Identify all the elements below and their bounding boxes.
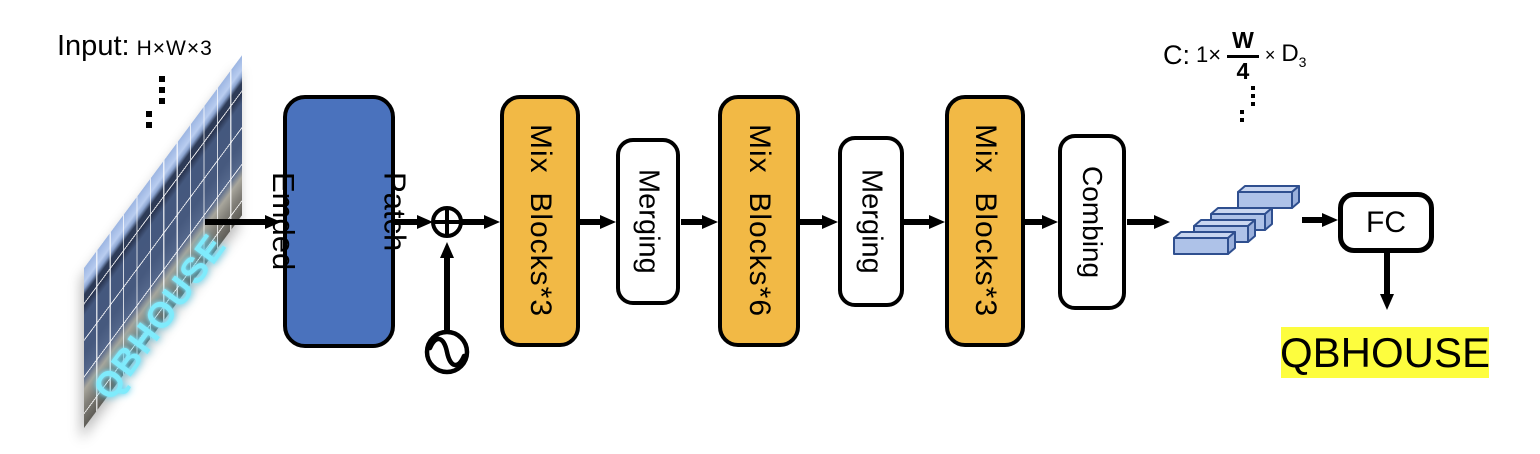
mix-blocks-stage1: Mix Blocks*3 (500, 95, 580, 347)
feature-bar (1193, 219, 1256, 243)
combing-block: Combing (1058, 134, 1126, 310)
mix-blocks-stage2: Mix Blocks*6 (718, 95, 800, 347)
mix-blocks-stage2-label: Mix Blocks*6 (743, 124, 776, 318)
feature-maps (1173, 185, 1300, 255)
patch-embed-block: Patch Emded (266, 95, 412, 348)
input-label: Input: H×W×3 (57, 30, 213, 63)
combing-block-label: Combing (1077, 165, 1108, 279)
dims-c: C: (1163, 39, 1190, 70)
mix-blocks-stage3-label: Mix Blocks*3 (969, 124, 1002, 318)
mix-blocks-stage1-label: Mix Blocks*3 (524, 124, 557, 318)
fc-label: FC (1366, 205, 1406, 239)
dims-fraction-numerator: W (1227, 28, 1259, 58)
dims-depth-subscript: 3 (1298, 53, 1307, 70)
feature-dims-label: C: 1× W 4 × D3 (1163, 26, 1306, 84)
merging-block-1-label: Merging (632, 169, 665, 274)
recognition-result: QBHOUSE (1280, 327, 1490, 378)
positional-encoding-icon (424, 329, 470, 375)
dims-fraction: W 4 (1227, 28, 1259, 83)
merging-block-1: Merging (616, 138, 680, 305)
dims-one-times: 1× (1196, 42, 1222, 67)
dims-depth: D3 (1281, 40, 1307, 70)
fc-block: FC (1338, 192, 1434, 253)
mix-blocks-stage3: Mix Blocks*3 (945, 95, 1025, 347)
merging-block-2-label: Merging (855, 169, 888, 274)
patch-embed-label-line1: Patch (377, 172, 413, 252)
feature-bar (1210, 207, 1273, 231)
dims-fraction-denominator: 4 (1236, 57, 1250, 84)
patch-embed-label-line2: Emded (265, 172, 301, 271)
input-label-word: Input: (57, 30, 130, 62)
dims-times: × (1264, 44, 1276, 65)
feature-bar (1237, 185, 1300, 209)
feature-bar (1173, 231, 1236, 255)
input-dims: H×W×3 (136, 37, 213, 60)
merging-block-2: Merging (838, 136, 904, 307)
